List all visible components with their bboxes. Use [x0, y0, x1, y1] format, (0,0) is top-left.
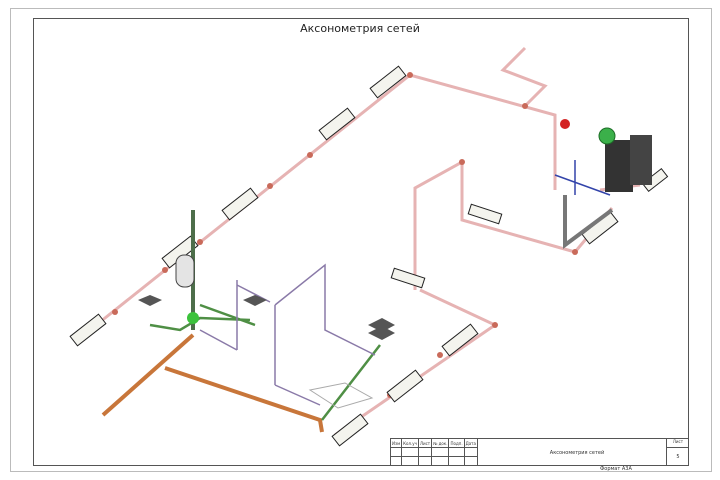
col-podp: Подп. — [448, 439, 465, 448]
col-doc: № док. — [431, 439, 450, 448]
pump — [560, 119, 570, 129]
sewer-pipes — [101, 210, 381, 433]
boiler — [605, 140, 633, 192]
radiators — [69, 65, 669, 447]
drawing-title: Аксонометрия сетей — [300, 22, 420, 35]
col-data: Дата — [464, 439, 478, 448]
col-kolich: Кол.уч — [401, 439, 419, 448]
col-izm: Изм — [391, 439, 403, 448]
water-heater — [175, 254, 195, 288]
sheet-name: Аксонометрия сетей — [549, 449, 605, 456]
toilet — [368, 318, 395, 340]
col-list: Лист — [418, 439, 433, 448]
sheet-number: 5 — [666, 448, 689, 466]
sheet-border — [10, 8, 712, 472]
paper-format: Формат А3А — [600, 466, 632, 472]
title-block: Изм Кол.уч Лист № док. Подп. Дата Аксоно… — [390, 438, 689, 466]
bathtub — [308, 382, 374, 409]
expansion-tank — [598, 127, 616, 145]
water-pipes — [199, 263, 376, 406]
boiler-room — [554, 119, 652, 249]
drawing-frame — [33, 18, 689, 466]
sink — [138, 295, 162, 306]
sheet-label: Лист — [666, 439, 689, 448]
sink — [243, 295, 267, 306]
heating-pipes — [99, 46, 641, 437]
fixtures — [138, 254, 395, 409]
